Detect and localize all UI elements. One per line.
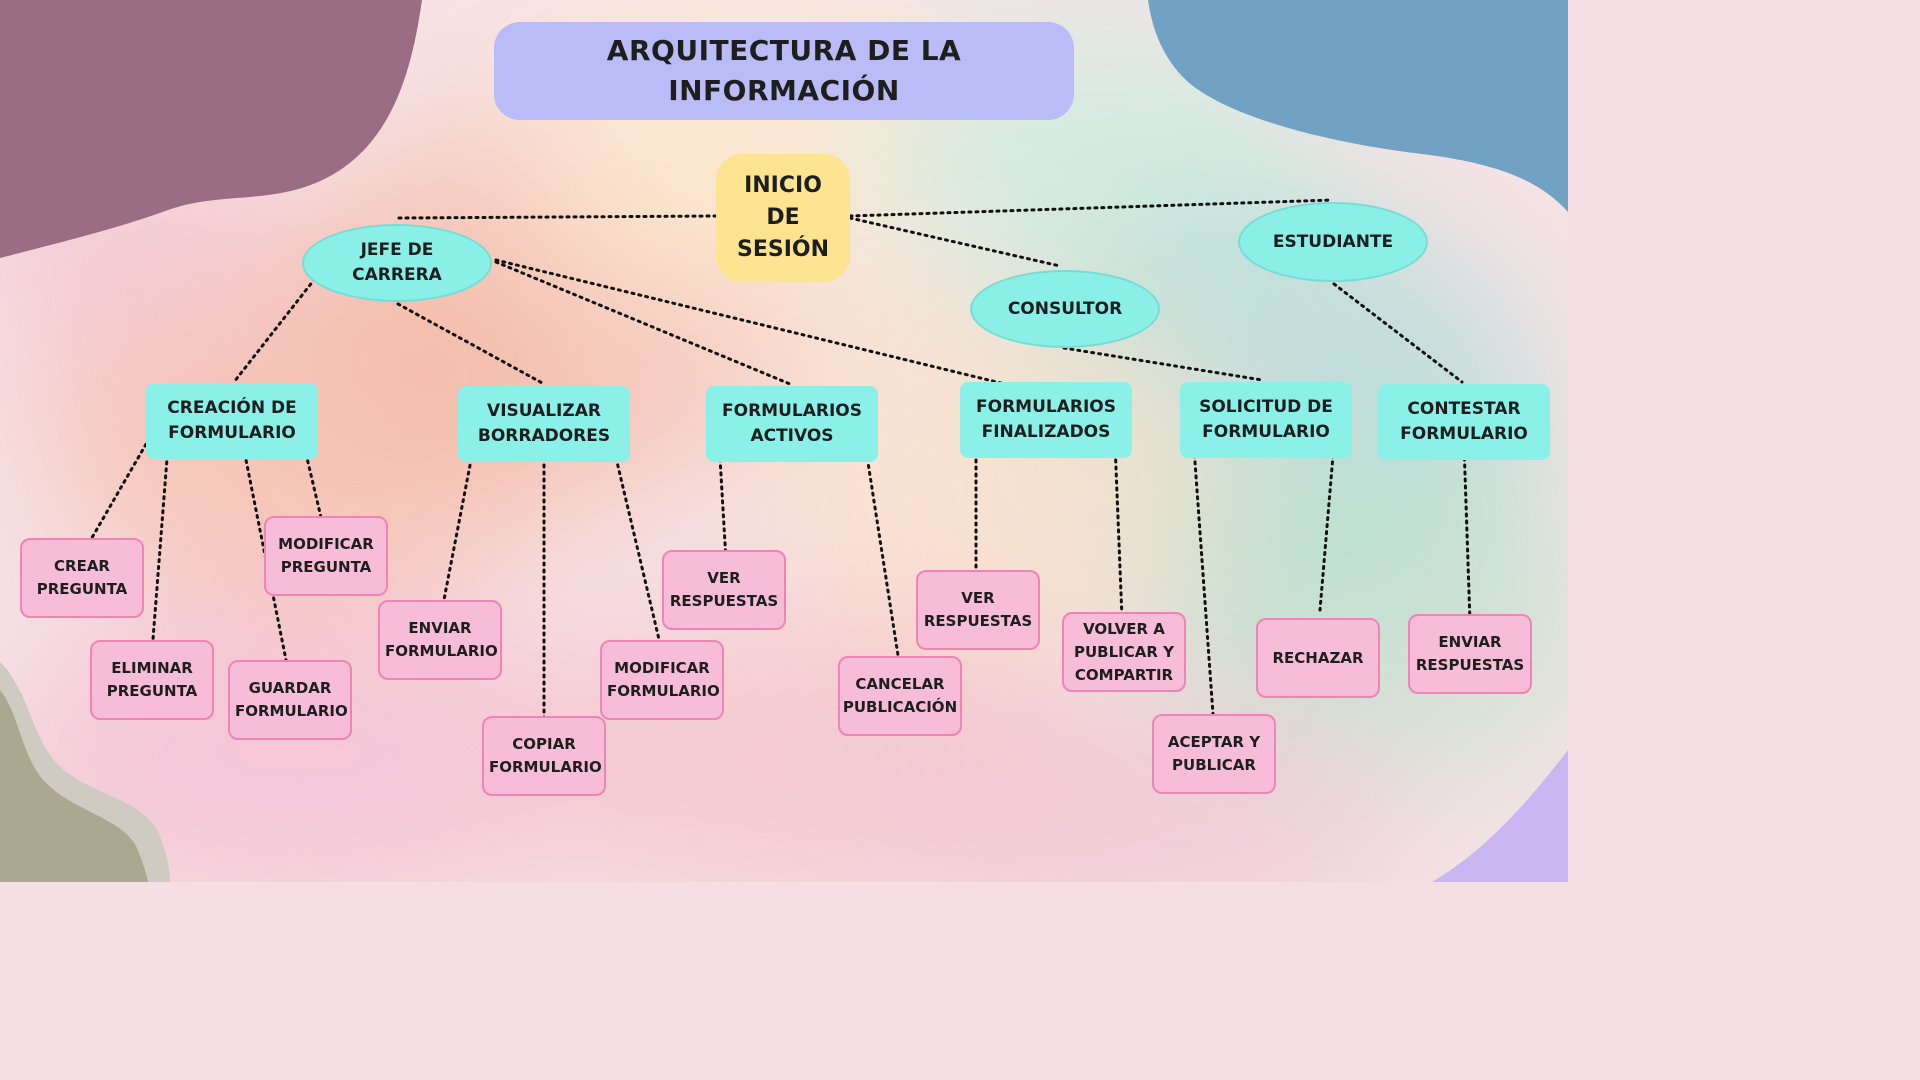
action-label: VOLVER A PUBLICAR Y COMPARTIR [1074,619,1174,684]
function-creacion-formulario[interactable]: CREACIÓN DE FORMULARIO [146,383,318,459]
action-label: GUARDAR FORMULARIO [235,679,348,720]
role-label: JEFE DE CARRERA [352,240,442,285]
action-label: RECHAZAR [1272,648,1364,667]
purple-blob [0,0,422,258]
action-volver-publicar-compartir[interactable]: VOLVER A PUBLICAR Y COMPARTIR [1062,612,1186,692]
action-label: COPIAR FORMULARIO [489,735,602,776]
function-label: FORMULARIOS FINALIZADOS [976,397,1116,442]
action-ver-respuestas-activos[interactable]: VER RESPUESTAS [662,550,786,630]
action-aceptar-publicar[interactable]: ACEPTAR Y PUBLICAR [1152,714,1276,794]
role-label: ESTUDIANTE [1272,231,1394,252]
action-label: MODIFICAR PREGUNTA [278,535,374,576]
action-label: VER RESPUESTAS [669,569,779,610]
action-guardar-formulario[interactable]: GUARDAR FORMULARIO [228,660,352,740]
blue-blob [1148,0,1568,212]
action-label: ENVIAR RESPUESTAS [1415,633,1525,674]
action-enviar-respuestas[interactable]: ENVIAR RESPUESTAS [1408,614,1532,694]
function-visualizar-borradores[interactable]: VISUALIZAR BORRADORES [458,386,630,462]
role-label: CONSULTOR [1007,298,1123,319]
function-label: CONTESTAR FORMULARIO [1400,399,1528,444]
function-label: CREACIÓN DE FORMULARIO [167,398,297,443]
function-formularios-finalizados[interactable]: FORMULARIOS FINALIZADOS [960,382,1132,458]
action-label: MODIFICAR FORMULARIO [607,659,720,700]
action-cancelar-publicacion[interactable]: CANCELAR PUBLICACIÓN [838,656,962,736]
function-formularios-activos[interactable]: FORMULARIOS ACTIVOS [706,386,878,462]
action-crear-pregunta[interactable]: CREAR PREGUNTA [20,538,144,618]
action-label: CANCELAR PUBLICACIÓN [842,675,958,716]
action-copiar-formulario[interactable]: COPIAR FORMULARIO [482,716,606,796]
function-label: VISUALIZAR BORRADORES [477,401,611,446]
action-label: ENVIAR FORMULARIO [385,619,498,660]
role-consultor[interactable]: CONSULTOR [970,270,1160,348]
function-label: FORMULARIOS ACTIVOS [722,401,862,446]
root-node-inicio-sesion[interactable]: INICIO DE SESIÓN [716,154,850,282]
function-contestar-formulario[interactable]: CONTESTAR FORMULARIO [1378,384,1550,460]
role-jefe-de-carrera[interactable]: JEFE DE CARRERA [302,224,492,302]
action-ver-respuestas-finalizados[interactable]: VER RESPUESTAS [916,570,1040,650]
action-label: ACEPTAR Y PUBLICAR [1167,733,1261,774]
action-label: VER RESPUESTAS [923,589,1033,630]
function-label: SOLICITUD DE FORMULARIO [1199,397,1333,442]
action-modificar-pregunta[interactable]: MODIFICAR PREGUNTA [264,516,388,596]
action-enviar-formulario[interactable]: ENVIAR FORMULARIO [378,600,502,680]
action-eliminar-pregunta[interactable]: ELIMINAR PREGUNTA [90,640,214,720]
function-solicitud-formulario[interactable]: SOLICITUD DE FORMULARIO [1180,382,1352,458]
action-label: ELIMINAR PREGUNTA [106,659,198,700]
action-modificar-formulario[interactable]: MODIFICAR FORMULARIO [600,640,724,720]
role-estudiante[interactable]: ESTUDIANTE [1238,202,1428,282]
lavender-blob [1432,750,1568,882]
root-node-label: INICIO DE SESIÓN [736,173,830,262]
olive-blob [0,690,148,882]
action-rechazar[interactable]: RECHAZAR [1256,618,1380,698]
page-title: ARQUITECTURA DE LA INFORMACIÓN [494,22,1074,120]
action-label: CREAR PREGUNTA [36,557,128,598]
